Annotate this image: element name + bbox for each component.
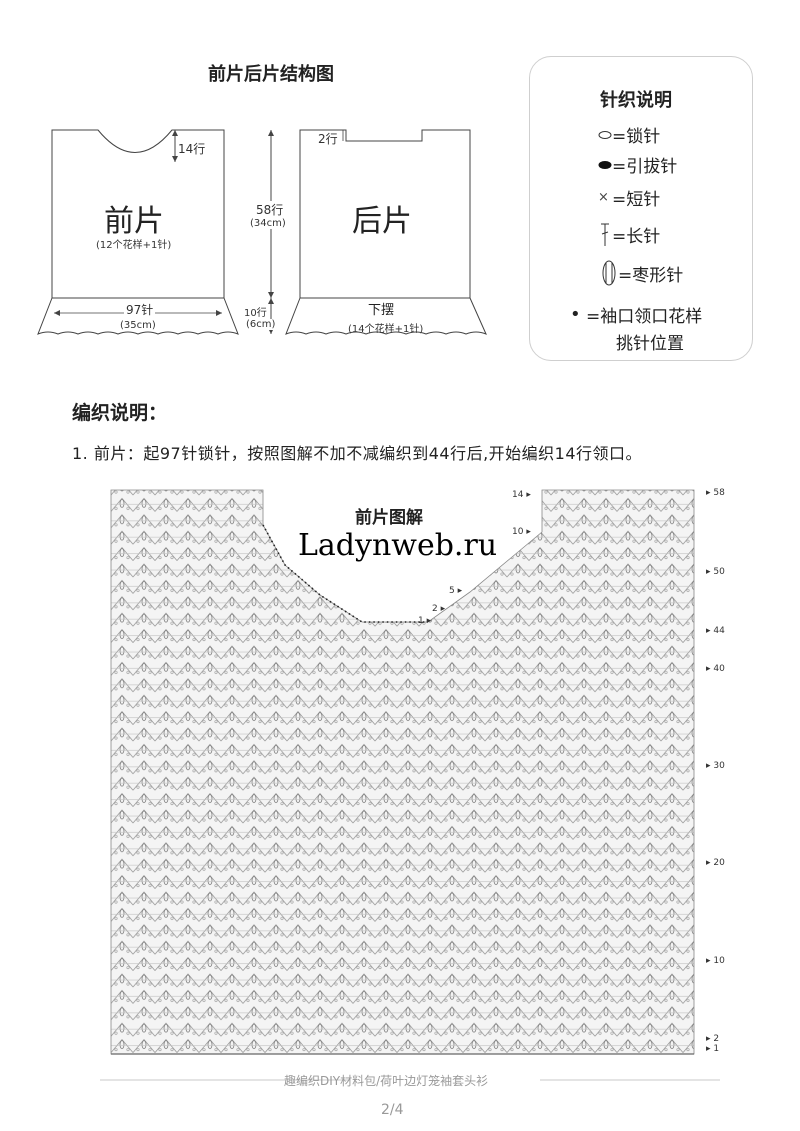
row-marker-40: ▸ 40 (706, 664, 725, 674)
legend-text: =引拔针 (612, 157, 678, 177)
legend-item-double: =长针 (598, 220, 660, 248)
legend-box (529, 56, 753, 361)
neck-marker-1: 1 ▸ (418, 616, 432, 626)
chain-stitch-icon (598, 130, 612, 139)
back-neck-rows: 2行 (318, 132, 338, 146)
front-hem-ruffle (37, 297, 239, 335)
watermark: Ladynweb.ru (298, 528, 498, 563)
back-hem-ruffle (285, 297, 487, 335)
legend-item-pickup: • =袖口领口花样 (570, 302, 702, 327)
legend-item-puff: =枣形针 (600, 258, 683, 288)
body-cm: (34cm) (250, 218, 286, 229)
footer-text: 趣编织DIY材料包/荷叶边灯笼袖套头衫 (284, 1074, 489, 1088)
legend-item-chain: =锁针 (598, 122, 660, 147)
row-marker-50: ▸ 50 (706, 567, 725, 577)
front-width-stitches: 97针 (124, 301, 156, 318)
row-marker-44: ▸ 44 (706, 626, 725, 636)
crochet-chart (110, 489, 695, 1055)
legend-item-slip: =引拔针 (598, 152, 677, 177)
neck-marker-14: 14 ▸ (512, 490, 531, 500)
diagram-title: 前片后片结构图 (208, 64, 334, 85)
row-marker-10: ▸ 10 (706, 956, 725, 966)
page-number: 2/4 (381, 1102, 404, 1118)
footer-ornament (100, 1079, 720, 1081)
legend-text: =短针 (612, 190, 661, 210)
instructions-heading: 编织说明： (72, 402, 168, 424)
neck-marker-10: 10 ▸ (512, 527, 531, 537)
dot-icon: • (570, 304, 581, 325)
back-hem-label: 下摆 (368, 303, 395, 318)
instructions-step1: 1. 前片：起97针锁针，按照图解不加不减编织到44行后,开始编织14行领口。 (72, 444, 643, 463)
front-piece-note: (12个花样+1针) (96, 240, 172, 251)
back-piece-outline (299, 129, 471, 299)
legend-text: =袖口领口花样 (586, 307, 703, 327)
front-piece-outline (51, 129, 225, 299)
slip-stitch-icon (598, 160, 612, 169)
puff-stitch-icon (602, 260, 616, 286)
legend-pickup-line2: 挑针位置 (616, 334, 684, 354)
legend-item-single: × =短针 (598, 185, 660, 210)
row-marker-20: ▸ 20 (706, 858, 725, 868)
front-width-cm: (35cm) (120, 320, 156, 331)
double-crochet-icon (601, 223, 609, 246)
chart-pattern-area (110, 489, 695, 1055)
single-crochet-icon: × (598, 190, 609, 205)
legend-text: =长针 (612, 226, 661, 247)
neck-marker-5: 5 ▸ (449, 586, 463, 596)
row-marker-2: ▸ 2 (706, 1034, 720, 1044)
back-hem-note: (14个花样+1针) (348, 324, 424, 335)
neck-marker-2: 2 ▸ (432, 604, 446, 614)
row-marker-30: ▸ 30 (706, 761, 725, 771)
hem-cm: (6cm) (246, 319, 276, 330)
body-rows: 58行 (256, 201, 284, 218)
legend-text: =锁针 (612, 127, 661, 147)
legend-title: 针织说明 (600, 90, 672, 111)
back-piece-label: 后片 (352, 204, 412, 239)
front-piece-label: 前片 (104, 204, 164, 239)
legend-text: =枣形针 (618, 265, 684, 286)
row-marker-58: ▸ 58 (706, 488, 725, 498)
front-neck-rows: 14行 (178, 142, 206, 156)
row-marker-1: ▸ 1 (706, 1044, 720, 1054)
chart-title: 前片图解 (352, 503, 426, 528)
hem-rows: 10行 (244, 304, 267, 319)
